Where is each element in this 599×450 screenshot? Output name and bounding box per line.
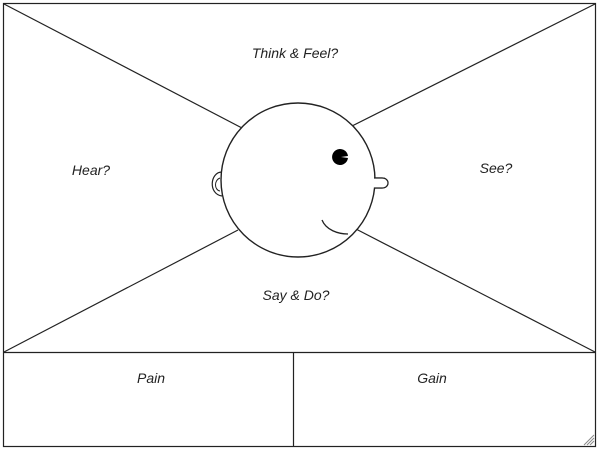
mouth-icon xyxy=(321,219,349,235)
diagonal-top-right xyxy=(347,3,596,129)
resize-grip-icon[interactable] xyxy=(583,434,595,446)
see-label: See? xyxy=(479,160,513,176)
pain-label: Pain xyxy=(136,370,166,386)
diagonal-bottom-right xyxy=(353,227,596,353)
think-feel-label: Think & Feel? xyxy=(251,45,339,61)
diagonal-top-left xyxy=(3,3,243,129)
eye-icon xyxy=(332,149,348,166)
gain-label: Gain xyxy=(417,370,447,386)
diagonal-bottom-left xyxy=(3,229,239,353)
head-circle xyxy=(220,102,376,258)
head-icon xyxy=(211,102,389,258)
hear-label: Hear? xyxy=(71,162,111,178)
say-do-label: Say & Do? xyxy=(262,287,330,303)
